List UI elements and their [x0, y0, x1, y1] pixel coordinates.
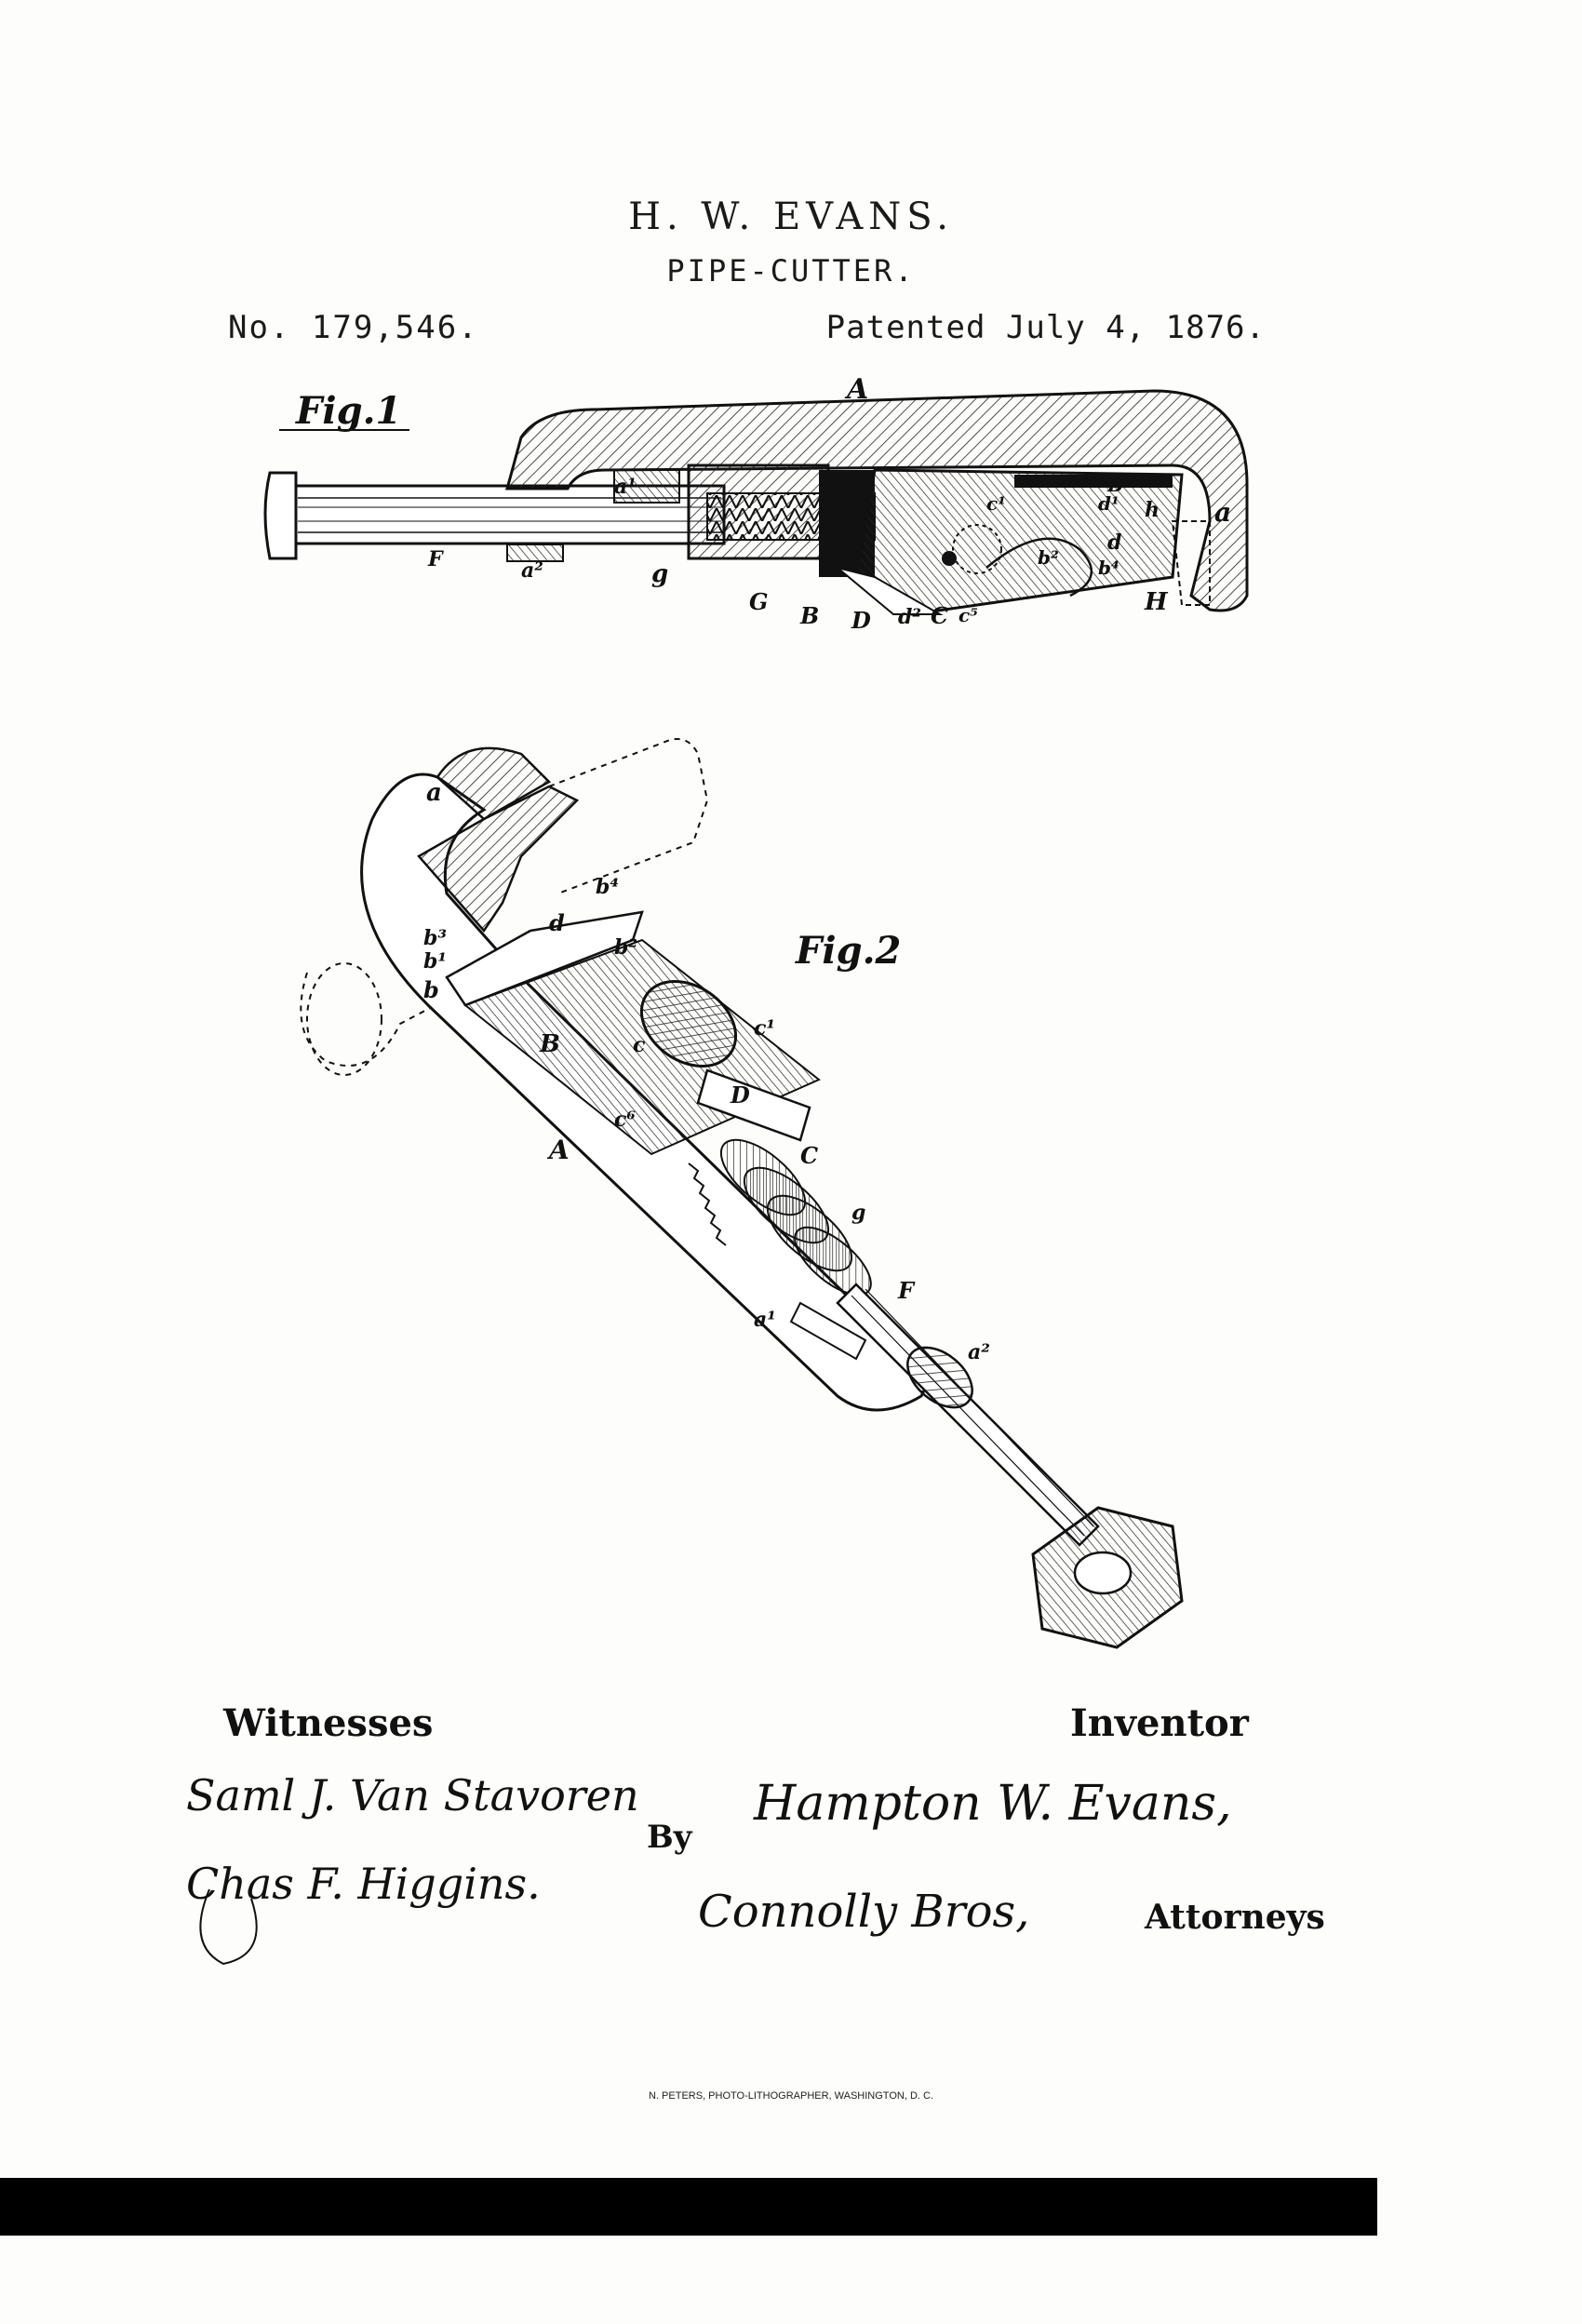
- inventor-name: H. W. EVANS.: [628, 195, 954, 238]
- ref-fig1-C: C: [931, 602, 948, 629]
- ref-fig1-B2: B: [1106, 474, 1123, 496]
- ref-fig1-F: F: [427, 547, 444, 571]
- ref-fig1-G: G: [749, 588, 769, 615]
- ref-fig1-c5: c⁵: [959, 604, 978, 626]
- ref-fig2-b3: b³: [423, 926, 447, 950]
- patent-number: No. 179,546.: [228, 309, 479, 346]
- ref-fig1-a1: a¹: [614, 475, 637, 499]
- ref-fig2-b: b: [423, 976, 439, 1003]
- patent-date: Patented July 4, 1876.: [825, 309, 1266, 346]
- ref-fig1-b4: b⁴: [1098, 557, 1119, 579]
- attorney-signature: Connolly Bros,: [698, 1886, 1029, 1938]
- ref-fig2-A: A: [546, 1135, 570, 1165]
- printer-credit: N. PETERS, PHOTO-LITHOGRAPHER, WASHINGTO…: [649, 2090, 933, 2102]
- figure-2: Fig.2: [300, 738, 1184, 1649]
- ref-fig1-D: D: [851, 607, 871, 634]
- fig1-label: Fig.1: [295, 389, 401, 433]
- invention-title: PIPE-CUTTER.: [666, 253, 916, 289]
- attorneys-block: Connolly Bros, Attorneys: [698, 1886, 1325, 1938]
- ref-fig1-d: d: [1107, 531, 1121, 555]
- ref-fig1-a: a: [1214, 497, 1231, 528]
- ref-fig2-b2: b²: [614, 935, 637, 960]
- witness-signature-2: Chas F. Higgins.: [186, 1859, 541, 1909]
- ref-fig2-b4: b⁴: [596, 875, 619, 899]
- ref-fig1-b2: b²: [1038, 546, 1059, 569]
- ref-fig1-d2: d²: [898, 605, 921, 629]
- ref-fig2-g: g: [851, 1201, 865, 1225]
- ref-fig2-F: F: [897, 1277, 916, 1304]
- ref-fig2-c: c: [633, 1033, 646, 1057]
- ref-fig1-a2: a²: [521, 558, 543, 583]
- ref-fig2-a1: a¹: [754, 1308, 776, 1332]
- ref-fig2-a: a: [426, 779, 442, 807]
- ref-fig1-c1: c¹: [986, 492, 1006, 515]
- ref-fig2-B: B: [539, 1030, 560, 1058]
- inventor-label: Inventor: [1070, 1701, 1250, 1745]
- fig2-label: Fig.2: [795, 929, 901, 973]
- ref-fig2-c1: c¹: [754, 1016, 775, 1041]
- ref-fig2-c6: c⁶: [614, 1108, 636, 1132]
- ref-fig1-d1: d¹: [1098, 492, 1119, 515]
- ref-fig2-C: C: [800, 1142, 818, 1169]
- by-label: By: [647, 1819, 693, 1856]
- ref-fig1-g: g: [651, 560, 668, 588]
- witness-signature-1: Saml J. Van Stavoren: [186, 1770, 639, 1820]
- attorneys-label: Attorneys: [1144, 1898, 1325, 1937]
- ref-fig1-B: B: [799, 602, 819, 629]
- inventor-block: Inventor Hampton W. Evans,: [753, 1701, 1250, 1832]
- ref-fig2-a2: a²: [968, 1340, 990, 1364]
- ref-fig1-A: A: [844, 373, 868, 406]
- figure-1: Fig.1: [263, 373, 1249, 634]
- ref-fig2-b1: b¹: [423, 949, 447, 974]
- scan-border-bar: [0, 2178, 1377, 2236]
- ref-fig1-h: h: [1145, 498, 1160, 522]
- ref-fig1-H: H: [1144, 588, 1169, 616]
- ref-fig2-D: D: [730, 1081, 750, 1108]
- witnesses-block: Witnesses Saml J. Van Stavoren Chas F. H…: [186, 1701, 693, 1966]
- witnesses-label: Witnesses: [222, 1701, 433, 1745]
- inventor-signature: Hampton W. Evans,: [753, 1776, 1232, 1832]
- ref-fig2-d: d: [549, 909, 565, 936]
